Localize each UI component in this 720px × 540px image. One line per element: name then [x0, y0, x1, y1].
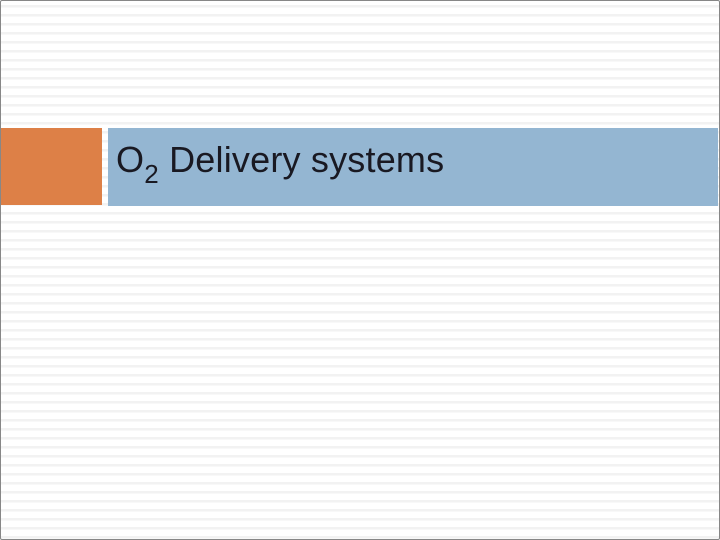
- title-symbol: O: [116, 138, 145, 180]
- title-banner: O2 Delivery systems: [108, 128, 718, 206]
- slide-title: O2 Delivery systems: [116, 138, 445, 189]
- title-rest: Delivery systems: [158, 138, 445, 180]
- title-subscript: 2: [144, 158, 159, 189]
- accent-bar: [1, 128, 102, 205]
